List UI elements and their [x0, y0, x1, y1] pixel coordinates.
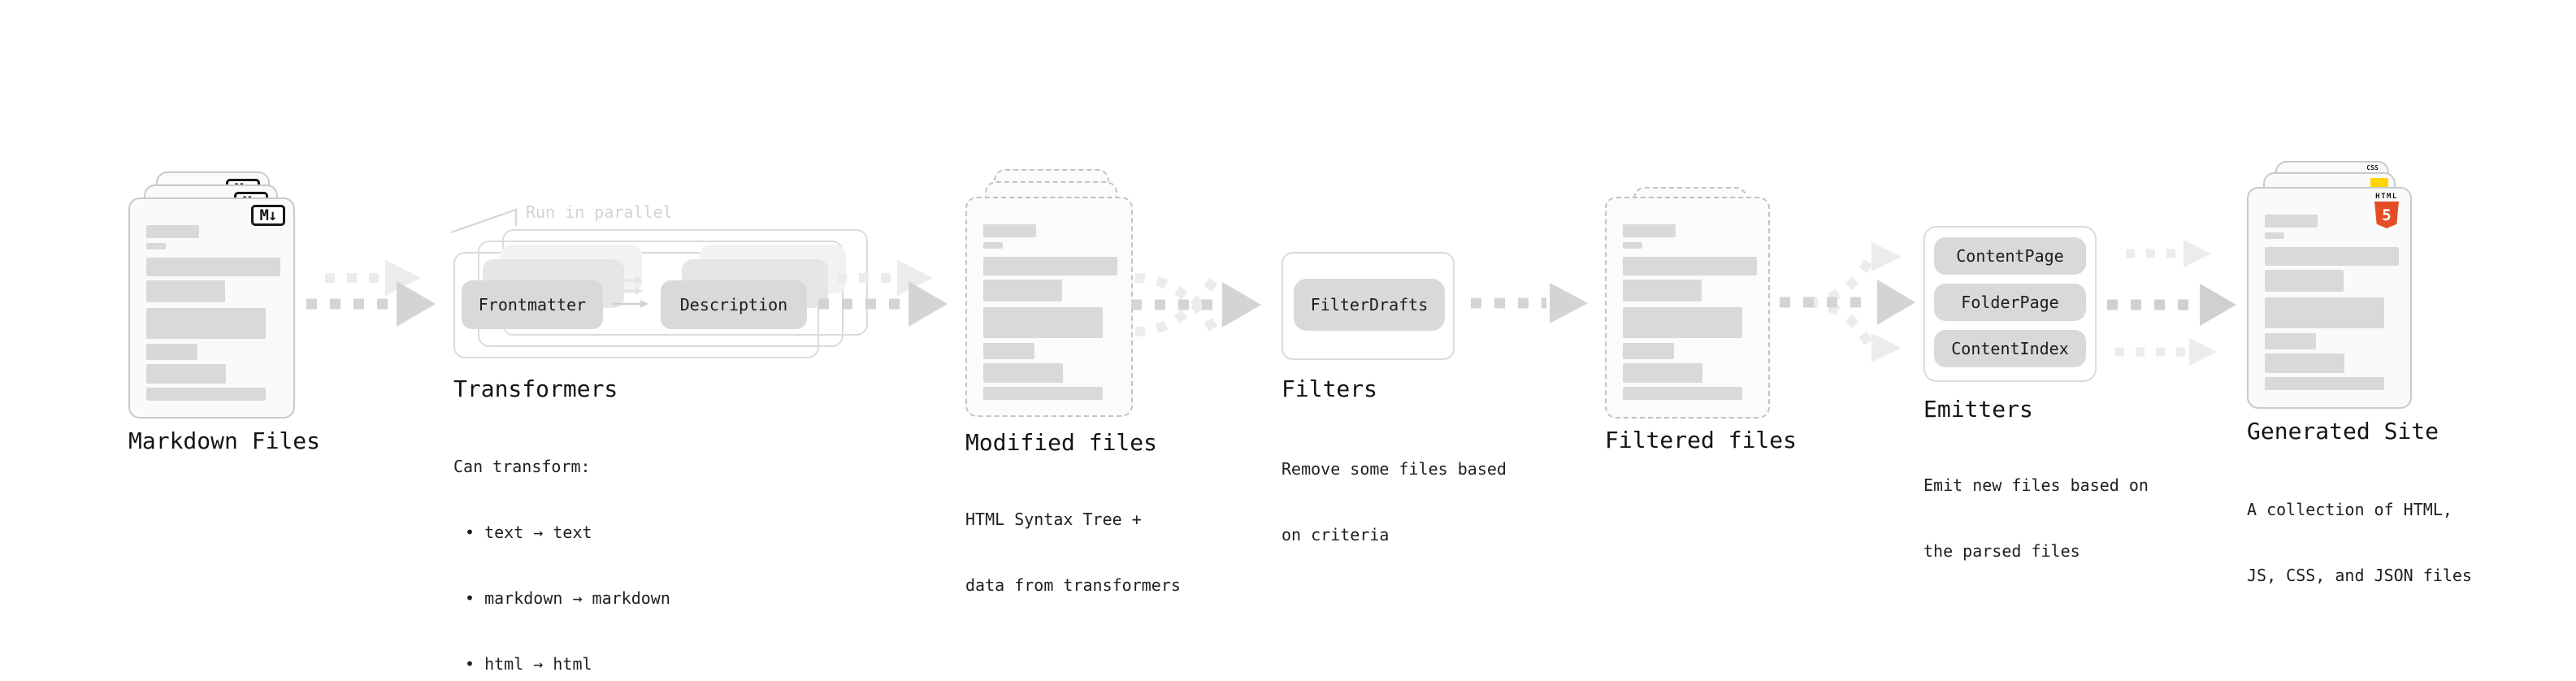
caption-bullet: • text → text	[465, 523, 592, 542]
markdown-files-stack: M↓ M↓ M↓	[128, 171, 323, 423]
placeholder-bar	[146, 243, 166, 249]
placeholder-bar	[983, 257, 1117, 275]
js-icon	[2370, 178, 2388, 189]
contentpage-chip: ContentPage	[1934, 237, 2086, 275]
placeholder-bar	[1623, 257, 1757, 275]
modified-files-stack	[965, 169, 1160, 421]
placeholder-bar	[146, 344, 197, 360]
placeholder-bar	[2265, 270, 2344, 292]
placeholder-bar	[2265, 297, 2384, 328]
placeholder-bar	[1623, 280, 1702, 301]
placeholder-bar	[983, 343, 1034, 359]
flow-arrow-markdown-to-transformers	[306, 260, 436, 327]
frontmatter-chip: Frontmatter	[462, 280, 603, 329]
flow-arrow-emitters-to-site	[2107, 240, 2236, 366]
folderpage-chip: FolderPage	[1934, 284, 2086, 321]
modified-files-label: Modified files	[965, 429, 1158, 456]
generated-site-caption: A collection of HTML, JS, CSS, and JSON …	[2247, 455, 2472, 631]
caption-line: Remove some files based	[1281, 459, 1507, 479]
markdown-icon: M↓	[251, 205, 285, 226]
modified-files-caption: HTML Syntax Tree + data from transformer…	[965, 465, 1181, 640]
markdown-files-label: Markdown Files	[128, 427, 321, 454]
placeholder-bar	[1623, 224, 1676, 237]
placeholder-bar	[2265, 333, 2316, 349]
caption-line: A collection of HTML,	[2247, 500, 2452, 519]
placeholder-bar	[983, 242, 1003, 249]
placeholder-bar	[1623, 363, 1702, 383]
description-chip: Description	[661, 280, 807, 329]
flow-arrow-filters-to-filtered	[1471, 283, 1588, 323]
generated-site-stack: CSS HTML 5	[2247, 161, 2442, 413]
caption-line: data from transformers	[965, 575, 1181, 595]
transform-mini-arrows	[611, 276, 648, 308]
placeholder-bar	[2265, 232, 2284, 239]
caption-line: Can transform:	[453, 457, 591, 476]
filters-box	[1281, 252, 1455, 360]
file-card-front: HTML 5	[2247, 187, 2412, 409]
caption-line: on criteria	[1281, 525, 1390, 544]
filters-caption: Remove some files based on criteria	[1281, 414, 1507, 590]
placeholder-bar	[1623, 307, 1742, 338]
filtered-files-stack	[1605, 187, 1792, 431]
caption-bullet: • html → html	[465, 654, 592, 674]
css-icon-label: CSS	[2366, 164, 2379, 171]
annotation-leader-line	[450, 208, 518, 234]
placeholder-bar	[146, 225, 199, 238]
generated-site-label: Generated Site	[2247, 418, 2439, 445]
emitters-label: Emitters	[1923, 396, 2033, 423]
transformers-label: Transformers	[453, 375, 618, 402]
caption-line: Emit new files based on	[1923, 475, 2149, 495]
caption-bullet: • markdown → markdown	[465, 588, 670, 608]
placeholder-bar	[983, 363, 1063, 383]
filtered-files-label: Filtered files	[1605, 427, 1798, 453]
file-card-front	[965, 197, 1133, 417]
html5-icon-shield: 5	[2374, 202, 2399, 228]
placeholder-bar	[1623, 343, 1674, 359]
caption-line: HTML Syntax Tree +	[965, 510, 1142, 529]
placeholder-bar	[983, 307, 1103, 338]
caption-line: the parsed files	[1923, 541, 2080, 561]
emitters-box	[1923, 226, 2097, 382]
placeholder-bar	[983, 224, 1036, 237]
placeholder-bar	[146, 258, 280, 276]
placeholder-bar	[2265, 215, 2318, 228]
placeholder-bar	[146, 280, 225, 302]
caption-line: JS, CSS, and JSON files	[2247, 566, 2472, 585]
flow-arrow-filtered-to-emitters	[1780, 242, 1915, 362]
placeholder-bar	[983, 280, 1062, 301]
placeholder-bar	[1623, 387, 1742, 400]
filters-label: Filters	[1281, 375, 1378, 402]
placeholder-bar	[2265, 377, 2384, 390]
parallel-annotation: Run in parallel	[526, 202, 673, 222]
emitters-caption: Emit new files based on the parsed files	[1923, 431, 2149, 606]
file-card-front	[1605, 197, 1770, 419]
filterdrafts-chip: FilterDrafts	[1294, 279, 1445, 331]
placeholder-bar	[2265, 247, 2399, 266]
placeholder-bar	[146, 388, 266, 401]
placeholder-bar	[1623, 242, 1642, 249]
contentindex-chip: ContentIndex	[1934, 330, 2086, 367]
html5-icon: HTML 5	[2372, 193, 2401, 228]
transformers-caption: Can transform: • text → text • markdown …	[453, 412, 670, 681]
html5-icon-label: HTML	[2375, 193, 2398, 201]
flow-arrow-transformers-to-modified	[818, 260, 948, 327]
placeholder-bar	[146, 364, 226, 384]
placeholder-bar	[2265, 354, 2344, 373]
placeholder-bar	[146, 308, 266, 339]
placeholder-bar	[983, 387, 1103, 400]
flow-arrow-modified-to-filters	[1131, 273, 1261, 336]
file-card-front: M↓	[128, 197, 295, 419]
